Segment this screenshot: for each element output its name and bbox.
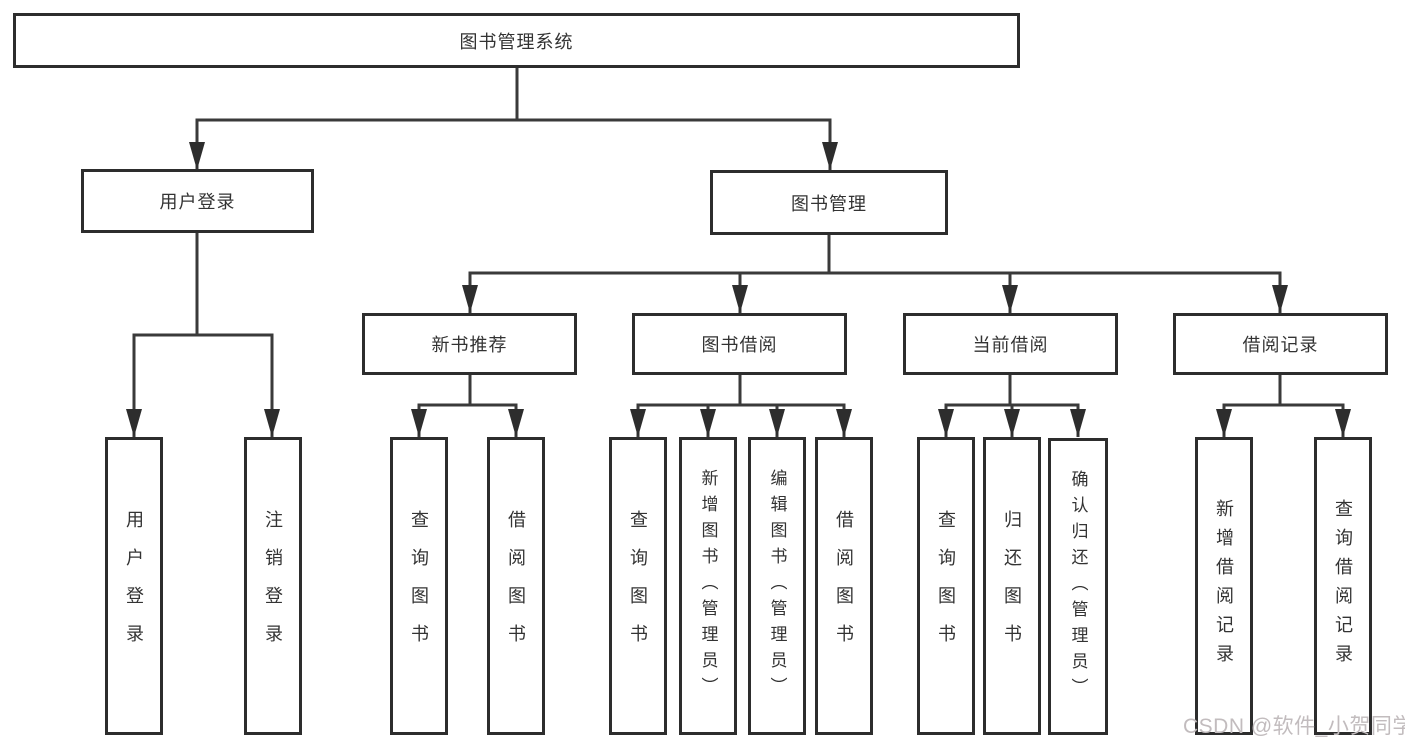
arrowhead-icons <box>126 142 1351 437</box>
leaf-add-books-admin: 新增图书（管理员） <box>679 437 737 735</box>
leaf-label: 查询图书 <box>936 510 956 662</box>
leaf-label: 查询借阅记录 <box>1333 499 1353 673</box>
leaf-query-borrow-record: 查询借阅记录 <box>1314 437 1372 735</box>
leaf-query-books-borrow: 查询图书 <box>609 437 667 735</box>
leaf-edit-books-admin: 编辑图书（管理员） <box>748 437 806 735</box>
node-borrow-records: 借阅记录 <box>1173 313 1388 375</box>
csdn-watermark: CSDN @软件_小贺同学 <box>1183 715 1405 738</box>
leaf-query-books-recommend: 查询图书 <box>390 437 448 735</box>
leaf-label: 新增图书（管理员） <box>698 469 718 703</box>
leaf-borrow-books-recommend: 借阅图书 <box>487 437 545 735</box>
leaf-return-books: 归还图书 <box>983 437 1041 735</box>
node-book-management: 图书管理 <box>710 170 948 235</box>
leaf-label: 归还图书 <box>1002 510 1022 662</box>
node-label: 用户登录 <box>159 192 236 212</box>
node-root-system: 图书管理系统 <box>13 13 1020 68</box>
leaf-confirm-return-admin: 确认归还（管理员） <box>1048 438 1108 735</box>
leaf-query-books-current: 查询图书 <box>917 437 975 735</box>
leaf-label: 借阅图书 <box>834 510 854 662</box>
node-label: 图书管理系统 <box>459 31 574 52</box>
leaf-label: 编辑图书（管理员） <box>767 469 787 703</box>
node-label: 借阅记录 <box>1242 335 1319 355</box>
node-label: 当前借阅 <box>972 335 1049 355</box>
node-new-book-recommend: 新书推荐 <box>362 313 577 375</box>
leaf-logout: 注销登录 <box>244 437 302 735</box>
node-current-borrow: 当前借阅 <box>903 313 1118 375</box>
leaf-user-login: 用户登录 <box>105 437 163 735</box>
node-label: 新书推荐 <box>431 335 508 355</box>
node-label: 图书借阅 <box>701 335 778 355</box>
leaf-label: 用户登录 <box>124 510 144 662</box>
leaf-add-borrow-record: 新增借阅记录 <box>1195 437 1253 735</box>
node-user-login: 用户登录 <box>81 169 314 233</box>
leaf-label: 新增借阅记录 <box>1214 499 1234 673</box>
leaf-label: 查询图书 <box>628 510 648 662</box>
leaf-borrow-books: 借阅图书 <box>815 437 873 735</box>
leaf-label: 借阅图书 <box>506 510 526 662</box>
node-label: 图书管理 <box>791 193 867 214</box>
leaf-label: 查询图书 <box>409 510 429 662</box>
leaf-label: 确认归还（管理员） <box>1068 469 1088 704</box>
leaf-label: 注销登录 <box>263 510 283 662</box>
node-book-borrow: 图书借阅 <box>632 313 847 375</box>
